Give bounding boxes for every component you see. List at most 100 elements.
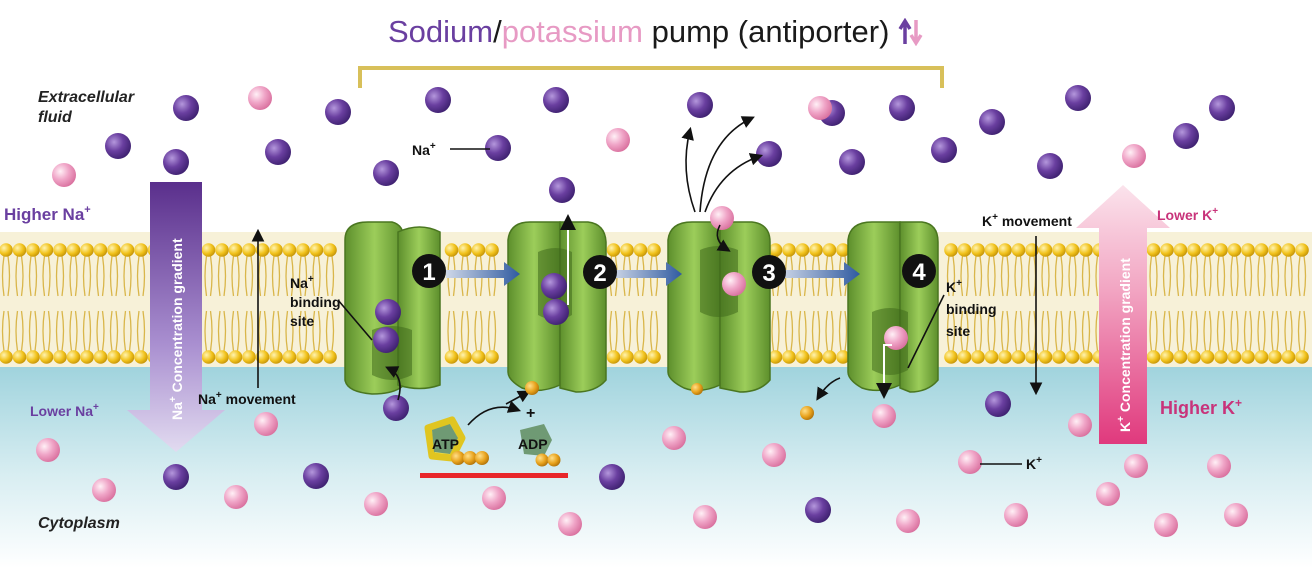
lipid-head [309, 243, 324, 257]
lipid-head [1227, 243, 1242, 257]
lipid-tail [285, 255, 294, 297]
lipid-tail [55, 255, 65, 297]
lipid-head [215, 243, 229, 257]
lipid-tail [312, 310, 321, 352]
lipid-head [1160, 350, 1174, 364]
lipid-head [809, 243, 823, 257]
na-ion-label: Na+ [412, 141, 436, 158]
lipid-tail [69, 255, 78, 297]
lipid-tail [109, 255, 119, 297]
k-binding-arrow [716, 224, 731, 252]
sodium-ion [1173, 123, 1199, 149]
lipid-head [296, 350, 310, 364]
lipid-tail [825, 310, 834, 352]
plus-label: + [526, 405, 535, 422]
lipid-head [1295, 243, 1309, 257]
lipid-tail [973, 310, 983, 352]
sodium-ion [163, 464, 189, 490]
lipid-head [1281, 243, 1296, 257]
potassium-ion [606, 128, 630, 152]
lipid-head [134, 243, 148, 257]
lipid-tail [1014, 255, 1023, 297]
lipid-head [39, 350, 54, 364]
lipid-head [1146, 350, 1161, 364]
pump-bracket [358, 66, 944, 88]
lipid-tail [960, 255, 969, 297]
lipid-head [1038, 350, 1053, 364]
lipid-head [296, 243, 310, 257]
lipid-head [822, 350, 837, 364]
phosphate-release-arrow [816, 377, 841, 401]
lipid-tail [136, 255, 146, 297]
lipid-tail [1162, 310, 1172, 352]
lipid-head [984, 243, 999, 257]
lipid-head [228, 243, 243, 257]
pump-state-3 [667, 221, 771, 393]
potassium-ion [1068, 413, 1092, 437]
phosphate-arrow [505, 390, 531, 405]
lipid-head [1052, 243, 1066, 257]
lipid-tail [244, 255, 254, 297]
lipid-head [1011, 243, 1026, 257]
step-arrow-2-3 [612, 262, 682, 286]
lipid-head [647, 243, 661, 257]
higher-na-label: Higher Na+ [4, 204, 91, 224]
up-down-arrows-icon [898, 17, 923, 47]
lipid-tail [1149, 310, 1158, 352]
na-binding-leader [337, 299, 373, 341]
lipid-head [1187, 350, 1201, 364]
lipid-head [1241, 243, 1255, 257]
sodium-ion [985, 391, 1011, 417]
step-arrows [446, 262, 860, 286]
sodium-ion [839, 149, 865, 175]
sodium-ion [979, 109, 1005, 135]
lipid-tail [285, 310, 294, 352]
lipid-head [201, 350, 216, 364]
lipid-tail [298, 310, 308, 352]
movement-arrows [251, 116, 1043, 465]
lipid-head [282, 243, 297, 257]
lipid-head [1254, 350, 1269, 364]
lipid-tail [1176, 310, 1185, 352]
cytoplasm-label: Cytoplasm [38, 515, 120, 532]
potassium-ion [36, 438, 60, 462]
potassium-ion [808, 96, 832, 120]
lipid-head [215, 350, 229, 364]
lipid-tail [1000, 310, 1010, 352]
lipid-head [1079, 350, 1093, 364]
lipid-head [12, 243, 27, 257]
step-badges: 1 2 3 4 [412, 254, 936, 289]
phosphate-released-4 [800, 406, 814, 420]
lipid-tail [244, 310, 254, 352]
na-gradient-label: Na+ Concentration gradient [168, 238, 185, 420]
lipid-head [620, 350, 634, 364]
sodium-ion [173, 95, 199, 121]
lipid-tail [1041, 310, 1050, 352]
lipid-tail [1216, 255, 1226, 297]
lipid-tail [987, 255, 996, 297]
lipid-tail [298, 255, 308, 297]
na-gradient-arrow [127, 182, 225, 452]
step-arrow-3-4 [780, 262, 860, 286]
lipid-tail [487, 310, 497, 352]
lipid-head [53, 243, 67, 257]
lipid-tail [123, 310, 132, 352]
lipid-head [782, 243, 796, 257]
lipid-tail [42, 310, 51, 352]
potassium-ion [762, 443, 786, 467]
lipid-tail [1176, 255, 1185, 297]
sodium-ion [889, 95, 915, 121]
lipid-tail [204, 255, 213, 297]
lipid-head [1065, 350, 1080, 364]
na-binding-label-3: site [290, 313, 314, 329]
lipid-head [1187, 243, 1201, 257]
lipid-head [1214, 243, 1228, 257]
potassium-ion [1122, 144, 1146, 168]
step-badge-1 [412, 254, 446, 288]
lipid-tail [973, 255, 983, 297]
k-ion-label: K+ [1026, 455, 1042, 472]
lipid-tail [798, 310, 807, 352]
potassium-ion [662, 426, 686, 450]
lipid-head [633, 350, 648, 364]
na-release-arrow-3 [704, 153, 764, 213]
